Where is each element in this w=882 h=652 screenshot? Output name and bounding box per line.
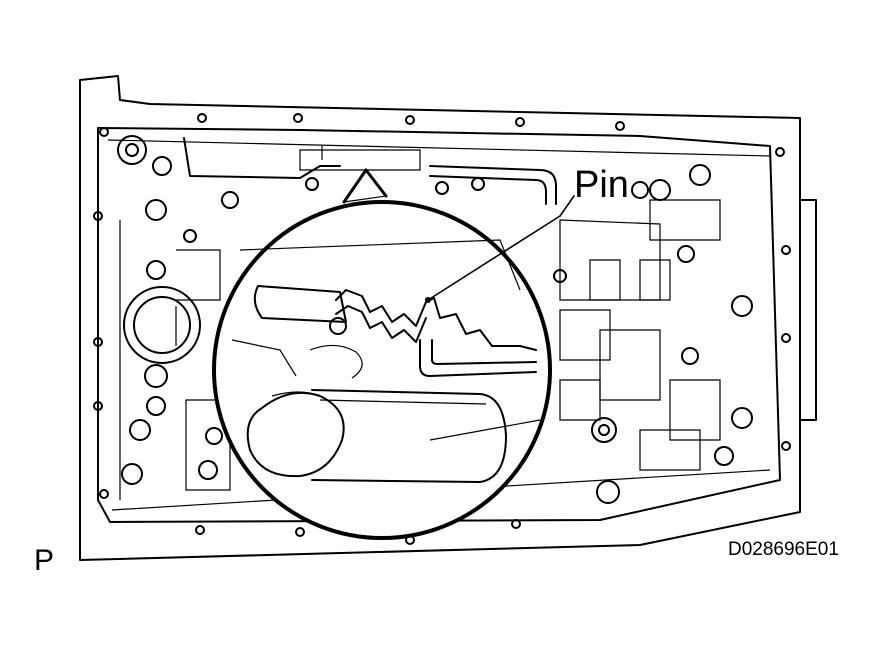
pin-callout-label: Pin [574,164,629,206]
transmission-case-outline [79,75,817,561]
figure-code: D028696E01 [728,539,839,560]
view-label: P [34,544,55,577]
detail-magnifier [212,168,552,540]
pin-leader-line [427,195,575,301]
